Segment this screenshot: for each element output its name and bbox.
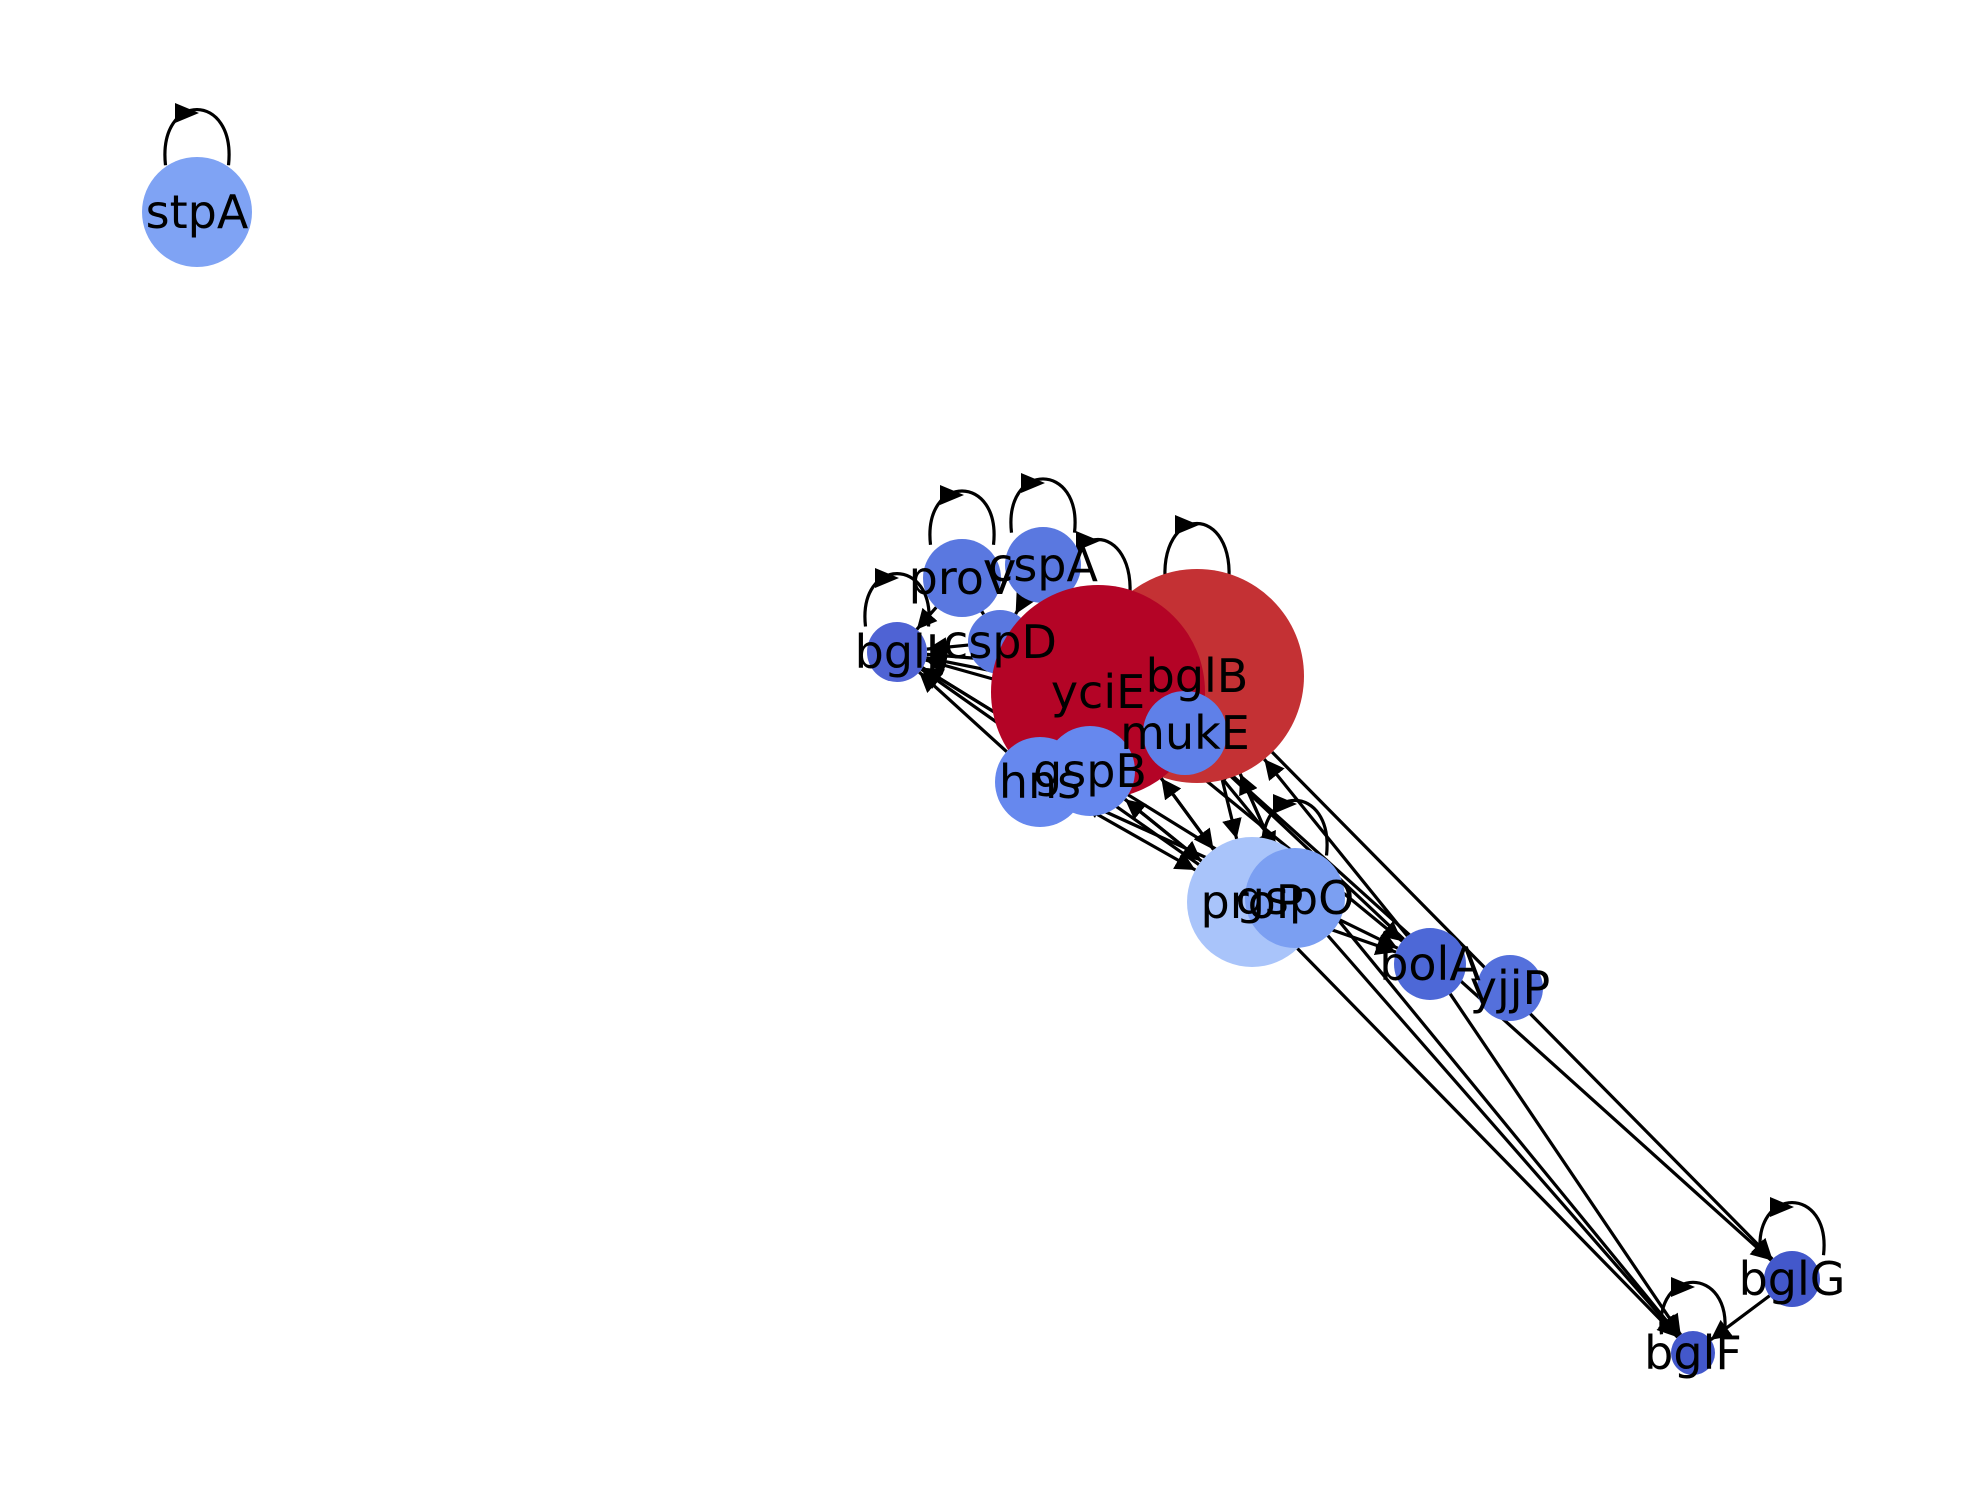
node-gspO [1245,848,1345,948]
node-label-cspA: cspA [988,538,1098,592]
edge-cspD-to-bglJ [926,637,969,658]
edge-bglG-to-bglF [1709,1294,1771,1342]
self-loop-bglB [1163,521,1231,586]
edge-gspO-to-bolA [1339,918,1399,950]
edge-gspO-to-bglF [1326,934,1680,1338]
self-loop-arrow-cspA [1021,473,1045,493]
node-bolA [1394,928,1466,1000]
node-label-mukE: mukE [1120,706,1250,760]
self-loop-arrow-bglF [1671,1277,1695,1297]
node-label-gspB: gspB [1033,744,1147,798]
node-mukE [1143,691,1227,775]
node-label-bolA: bolA [1379,937,1481,991]
node-label-bglJ: bglJ [855,625,940,679]
edge-proP-to-bglF [1296,947,1679,1339]
self-loop-bglG [1758,1201,1826,1256]
self-loop-cspA [1009,477,1077,533]
node-label-stpA: stpA [146,185,249,239]
node-proV [923,539,1001,617]
node-bglF [1671,1331,1715,1375]
node-label-cspD: cspD [943,615,1057,669]
self-loop-arrow-bglG [1770,1197,1794,1217]
node-label-proV: proV [909,551,1016,605]
edge-bolA-to-bglF [1448,992,1683,1336]
node-label-bglG: bglG [1739,1252,1846,1306]
edge-bolA-to-bglB [1263,758,1409,938]
node-stpA [142,157,252,267]
self-loop-stpA [163,107,231,166]
self-loop-arrow-stpA [175,103,199,123]
self-loop-bglF [1659,1280,1727,1335]
node-label-yciE: yciE [1051,665,1145,719]
self-loop-arrow-gspO [1273,794,1297,814]
node-gspB [1045,726,1135,816]
self-loop-arrow-bglB [1175,515,1199,535]
edge-bglB-to-proP [1220,779,1242,840]
node-bglG [1764,1251,1820,1307]
edge-proV-to-bglJ [915,606,938,631]
node-label-gspO: gspO [1236,871,1355,925]
edge-proP-to-yciE [1159,777,1215,851]
node-label-proP: proP [1201,875,1304,929]
node-yjjP [1477,955,1543,1021]
self-loop-arrow-yciE [1076,531,1100,551]
edge-bglB-to-gspO [1238,773,1277,853]
self-loop-arrow-bglJ [875,568,899,588]
node-label-bglB: bglB [1146,649,1249,703]
self-loop-gspO [1261,798,1329,856]
edge-cspA-to-cspD [1014,591,1035,615]
self-loops-layer [163,103,1826,1335]
node-label-bglF: bglF [1644,1326,1742,1380]
edge-proV-to-cspD [964,592,986,616]
node-label-hns: hns [999,755,1081,809]
self-loop-proV [928,489,996,546]
node-bglJ [867,622,927,682]
node-cspA [1005,527,1081,603]
nodes-layer [142,157,1820,1375]
self-loop-arrow-proV [940,485,964,505]
node-label-yjjP: yjjP [1470,961,1551,1015]
self-loop-bglJ [863,572,931,627]
